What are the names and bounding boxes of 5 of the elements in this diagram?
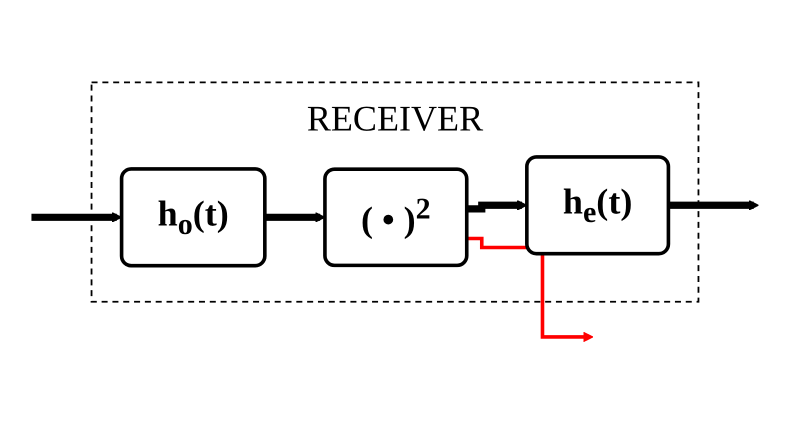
arrow [466, 236, 594, 342]
node-box: h$_{o}$(t) [120, 167, 267, 268]
arrow [668, 200, 760, 211]
node-box: h$_{e}$(t) [525, 155, 670, 256]
node-box: ( • )$^{2}$ [323, 167, 469, 268]
